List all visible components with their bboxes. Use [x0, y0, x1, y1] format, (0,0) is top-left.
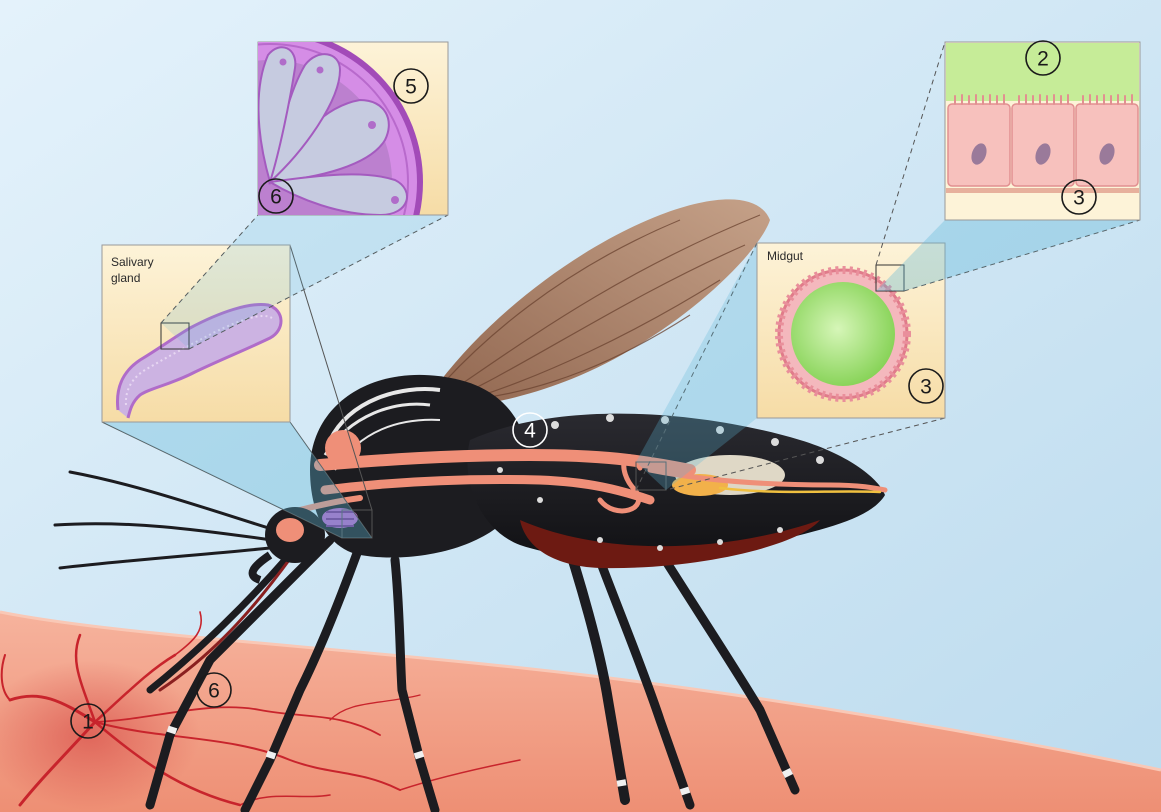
- midgut-panel-label: Midgut: [767, 249, 804, 263]
- marker-5: 5: [405, 76, 417, 99]
- marker-6-acini: 6: [270, 186, 282, 209]
- marker-4: 4: [524, 420, 536, 443]
- marker-3-epithelium: 3: [1073, 187, 1085, 210]
- marker-1: 1: [82, 711, 94, 734]
- salivary-panel-label-line2: gland: [111, 271, 140, 285]
- epithelium-panel: 2 3: [945, 41, 1140, 220]
- marker-2: 2: [1037, 48, 1049, 71]
- salivary-panel-label-line1: Salivary: [111, 255, 154, 269]
- marker-6-skin: 6: [208, 680, 220, 703]
- marker-3-midgut: 3: [920, 376, 932, 399]
